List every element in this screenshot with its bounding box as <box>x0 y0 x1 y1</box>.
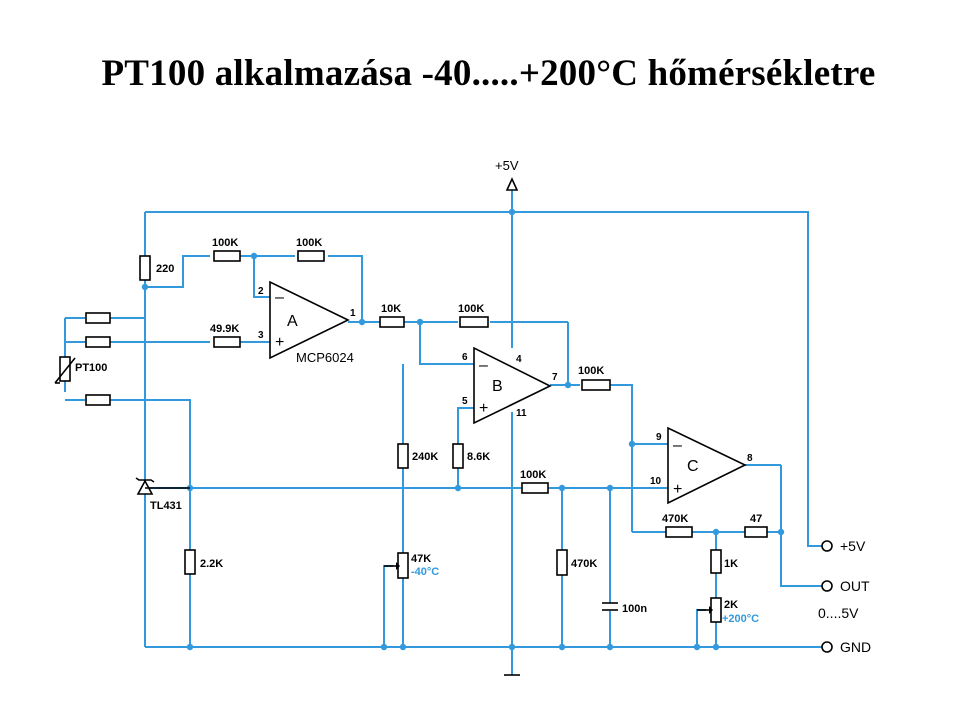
svg-text:–: – <box>479 357 488 374</box>
terminal-plus5v: +5V <box>821 538 866 554</box>
svg-text:+200°C: +200°C <box>722 613 759 625</box>
resistor-100k-a1: 100K <box>212 237 241 262</box>
terminal-gnd: GND <box>821 639 871 655</box>
svg-text:47: 47 <box>750 513 762 525</box>
opamp-c: C – + 9 10 8 <box>650 426 753 505</box>
opamp-b: B – + 6 5 7 4 11 <box>462 346 558 425</box>
capacitor-100n: 100n <box>602 602 647 615</box>
svg-text:4: 4 <box>516 354 522 365</box>
svg-text:470K: 470K <box>571 558 597 570</box>
svg-text:10K: 10K <box>381 303 401 315</box>
resistor-240k: 240K <box>397 443 438 469</box>
svg-text:8: 8 <box>747 453 753 464</box>
tl431-reference: TL431 <box>135 477 190 512</box>
resistor-100k-out: 100K <box>578 365 611 391</box>
resistor-bridge-1 <box>85 312 111 324</box>
resistor-8k6: 8.6K <box>452 443 490 469</box>
junctions <box>141 208 785 651</box>
svg-text:5: 5 <box>462 396 468 407</box>
svg-text:2.2K: 2.2K <box>200 558 223 570</box>
svg-text:+: + <box>673 481 682 498</box>
svg-text:10: 10 <box>650 476 662 487</box>
terminal-out: OUT 0....5V <box>818 578 870 621</box>
svg-text:TL431: TL431 <box>150 500 182 512</box>
resistor-47: 47 <box>744 513 768 538</box>
svg-text:PT100: PT100 <box>75 362 107 374</box>
resistor-470k-feedback: 470K <box>662 513 693 538</box>
svg-text:11: 11 <box>516 408 527 419</box>
svg-text:100K: 100K <box>520 469 546 481</box>
svg-text:100K: 100K <box>578 365 604 377</box>
output-range: 0....5V <box>818 605 859 621</box>
opamp-a: A – + 2 3 1 MCP6024 <box>258 280 356 365</box>
svg-text:3: 3 <box>258 330 264 341</box>
resistor-1k: 1K <box>710 549 738 574</box>
svg-text:B: B <box>492 378 503 395</box>
svg-text:1: 1 <box>350 308 356 319</box>
wires <box>64 190 822 675</box>
svg-text:+: + <box>275 334 284 351</box>
resistor-100k-b: 100K <box>458 303 489 328</box>
potentiometer-2k: 2K +200°C <box>697 597 759 625</box>
diagram-title: PT100 alkalmazása -40.....+200°C hőmérsé… <box>101 53 876 94</box>
svg-text:240K: 240K <box>412 451 438 463</box>
svg-text:+5V: +5V <box>840 538 866 554</box>
resistor-2k2: 2.2K <box>184 549 223 575</box>
svg-text:6: 6 <box>462 352 468 363</box>
svg-text:100K: 100K <box>296 237 322 249</box>
opamp-chip-label: MCP6024 <box>296 350 354 365</box>
svg-text:2: 2 <box>258 286 264 297</box>
potentiometer-47k: 47K -40°C <box>384 552 439 579</box>
svg-text:100n: 100n <box>622 603 647 615</box>
svg-text:GND: GND <box>840 639 871 655</box>
svg-text:2K: 2K <box>724 599 738 611</box>
svg-text:OUT: OUT <box>840 578 870 594</box>
svg-text:9: 9 <box>656 432 662 443</box>
resistor-10k: 10K <box>379 303 405 328</box>
resistor-100k-c: 100K <box>520 469 549 494</box>
pt100-sensor: PT100 <box>54 356 107 384</box>
svg-text:1K: 1K <box>724 558 738 570</box>
resistor-100k-a2: 100K <box>296 237 325 262</box>
svg-text:-40°C: -40°C <box>411 566 439 578</box>
resistor-470k: 470K <box>556 549 597 576</box>
svg-text:A: A <box>287 313 298 330</box>
resistor-bridge-3 <box>85 394 111 406</box>
svg-text:–: – <box>275 289 284 306</box>
svg-text:8.6K: 8.6K <box>467 451 490 463</box>
resistor-220: 220 <box>139 255 174 281</box>
svg-text:470K: 470K <box>662 513 688 525</box>
svg-text:7: 7 <box>552 372 558 383</box>
svg-text:+: + <box>479 400 488 417</box>
svg-text:49.9K: 49.9K <box>210 323 239 335</box>
svg-text:100K: 100K <box>458 303 484 315</box>
svg-text:100K: 100K <box>212 237 238 249</box>
svg-text:220: 220 <box>156 263 174 275</box>
svg-text:C: C <box>687 458 699 475</box>
resistor-49k9: 49.9K <box>210 323 241 348</box>
svg-text:–: – <box>673 437 682 454</box>
supply-label: +5V <box>495 158 519 173</box>
svg-text:47K: 47K <box>411 553 431 565</box>
supply-symbol: +5V <box>495 158 519 191</box>
resistor-bridge-2 <box>85 336 111 348</box>
